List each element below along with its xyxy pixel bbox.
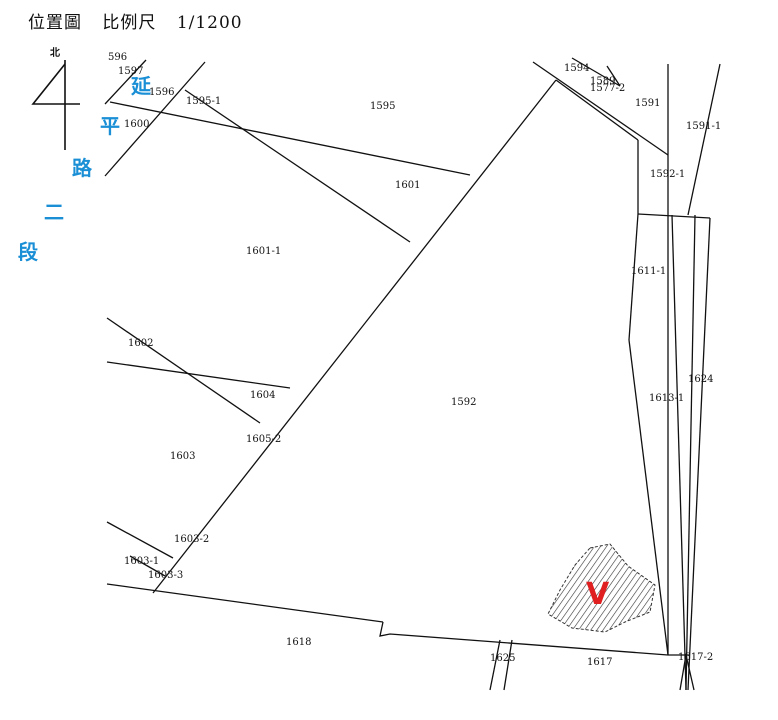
lot-label: 1603-1 <box>124 556 159 567</box>
lot-label: 1603 <box>170 451 195 462</box>
north-label: 北 <box>50 48 60 59</box>
north-arrow-icon <box>31 60 80 150</box>
lot-label: 1589 <box>590 76 615 87</box>
lot-label: 1604 <box>250 390 275 401</box>
lot-label: 1597 <box>118 66 143 77</box>
lot-label: 1617-2 <box>678 652 713 663</box>
lot-label: 1603-2 <box>174 534 209 545</box>
road-char-3: 路 <box>72 156 92 180</box>
lot-label: 1625 <box>490 653 515 664</box>
lot-label: 1601 <box>395 180 420 191</box>
lot-label: 1611-1 <box>631 266 666 277</box>
target-building <box>547 543 656 633</box>
lot-label: 1594 <box>564 63 589 74</box>
lot-label: 1617 <box>587 657 612 668</box>
location-marker: V <box>586 577 610 612</box>
parcel-boundaries <box>104 57 721 691</box>
lot-labels: 596 1597 1596 1595-1 1600 1595 1594 1589… <box>108 52 721 668</box>
lot-label: 596 <box>108 52 127 63</box>
scale-label: 比例尺 <box>102 13 157 33</box>
road-char-1: 延 <box>131 74 151 98</box>
lot-label: 1596 <box>149 87 174 98</box>
road-char-2: 平 <box>100 114 120 138</box>
lot-label: 1591-1 <box>686 121 721 132</box>
lot-label: 1605-2 <box>246 434 281 445</box>
lot-label: 1591 <box>635 98 660 109</box>
lot-label: 1577-2 <box>590 83 625 94</box>
lot-label: 1613-1 <box>649 393 684 404</box>
lot-label: 1602 <box>128 338 153 349</box>
road-char-5: 段 <box>18 240 38 264</box>
scale-value: 1/1200 <box>176 13 243 33</box>
lot-label: 1595-1 <box>186 96 221 107</box>
map-title: 位置圖 比例尺 1/1200 <box>28 8 257 33</box>
lot-label: 1618 <box>286 637 311 648</box>
lot-label: 1592-1 <box>650 169 685 180</box>
map-title-text: 位置圖 <box>28 13 82 33</box>
lot-label: 1603-3 <box>148 570 183 581</box>
lot-label: 1592 <box>451 397 476 408</box>
road-char-4: 二 <box>44 200 64 224</box>
lot-label: 1624 <box>688 374 713 385</box>
lot-label: 1601-1 <box>246 246 281 257</box>
lot-label: 1600 <box>124 119 149 130</box>
lot-label: 1595 <box>370 101 395 112</box>
